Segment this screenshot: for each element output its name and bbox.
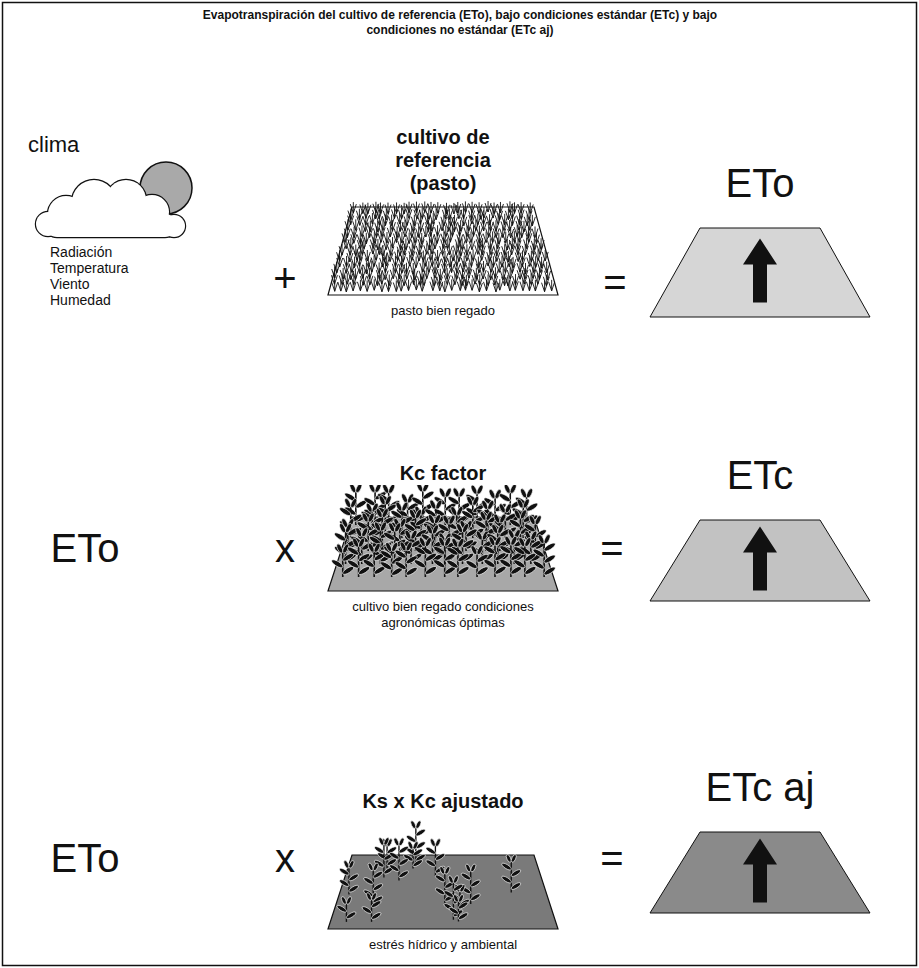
plant	[514, 488, 539, 525]
plant	[339, 860, 360, 895]
plant	[363, 862, 384, 905]
field-surface	[650, 520, 870, 601]
plant	[362, 542, 387, 577]
flux-arrow	[743, 527, 777, 591]
plant	[382, 522, 407, 564]
crop-plants	[330, 485, 556, 577]
plant	[379, 541, 404, 577]
et-result: ETc aj	[645, 764, 875, 916]
plant	[346, 537, 371, 577]
node-illustration	[318, 813, 568, 933]
crop-field: Ks x Kc ajustado estrés hídrico y ambient…	[318, 790, 568, 953]
climate-factors: Radiación Temperatura Viento Humedad	[50, 244, 150, 308]
diagram-title: Evapotranspiración del cultivo de refere…	[180, 8, 740, 38]
operator-symbol: x	[275, 526, 295, 570]
plant	[446, 537, 471, 577]
field-surface	[328, 517, 558, 591]
plant	[450, 523, 475, 564]
plant	[336, 896, 357, 922]
field-surface	[650, 832, 870, 913]
plant	[361, 892, 382, 922]
cloud-symbol	[36, 180, 185, 237]
plant	[373, 837, 394, 878]
node-illustration	[645, 824, 875, 916]
node-illustration	[318, 195, 568, 299]
plant	[394, 541, 419, 577]
node-illustration	[645, 512, 875, 604]
plant	[511, 498, 536, 538]
node-illustration	[318, 485, 568, 595]
et-heading: ETo	[645, 160, 875, 206]
node-illustration	[26, 158, 236, 242]
plant	[338, 498, 363, 538]
crop-heading: cultivo de referencia (pasto)	[368, 126, 518, 195]
factor-heading: Ks x Kc ajustado	[323, 790, 563, 813]
et-result: ETc	[645, 452, 875, 604]
plant	[486, 523, 511, 564]
operator-symbol: =	[600, 836, 623, 880]
plant	[403, 841, 424, 869]
plant	[448, 894, 469, 922]
crop-caption: estrés hídrico y ambiental	[328, 937, 558, 953]
et-result: ETo	[645, 160, 875, 320]
frame-border	[3, 3, 917, 966]
et-heading: ETc	[645, 452, 875, 498]
flux-arrow	[743, 839, 777, 903]
field-surface	[328, 855, 558, 929]
crop-field: cultivo de referencia (pasto) pasto bien …	[318, 126, 568, 319]
operator-symbol: =	[600, 526, 623, 570]
plant	[513, 537, 538, 577]
operator-symbol: =	[603, 260, 626, 304]
field-surface	[650, 228, 870, 317]
operator-symbol: +	[273, 256, 296, 300]
plant	[483, 536, 508, 577]
field-surface	[328, 207, 558, 295]
climate-group: climaRadiación Temperatura Viento Humeda…	[22, 132, 232, 308]
plant	[403, 508, 428, 551]
factor-label: ETo	[51, 836, 120, 880]
crop-caption: pasto bien regado	[328, 303, 558, 319]
et-heading: ETc aj	[645, 764, 875, 810]
plant	[502, 529, 527, 564]
plant	[389, 837, 410, 880]
crop-caption: cultivo bien regado condiciones agronómi…	[336, 599, 551, 631]
factor-label: ETo	[51, 526, 120, 570]
plant	[413, 537, 438, 577]
plant	[434, 866, 455, 905]
plant	[447, 487, 472, 525]
crop-plants	[336, 820, 522, 922]
node-illustration	[645, 220, 875, 320]
climate-heading: clima	[28, 132, 232, 158]
grass-blades	[331, 201, 554, 292]
plant	[532, 534, 557, 577]
plant	[443, 875, 464, 920]
crop-field: Kc factor cultivo bien regado condiciones…	[318, 462, 568, 631]
flux-arrow	[743, 239, 777, 303]
plant	[501, 854, 522, 893]
plant	[425, 838, 446, 876]
operator-symbol: x	[275, 836, 295, 880]
plant	[465, 485, 490, 525]
factor-heading: Kc factor	[323, 462, 563, 485]
